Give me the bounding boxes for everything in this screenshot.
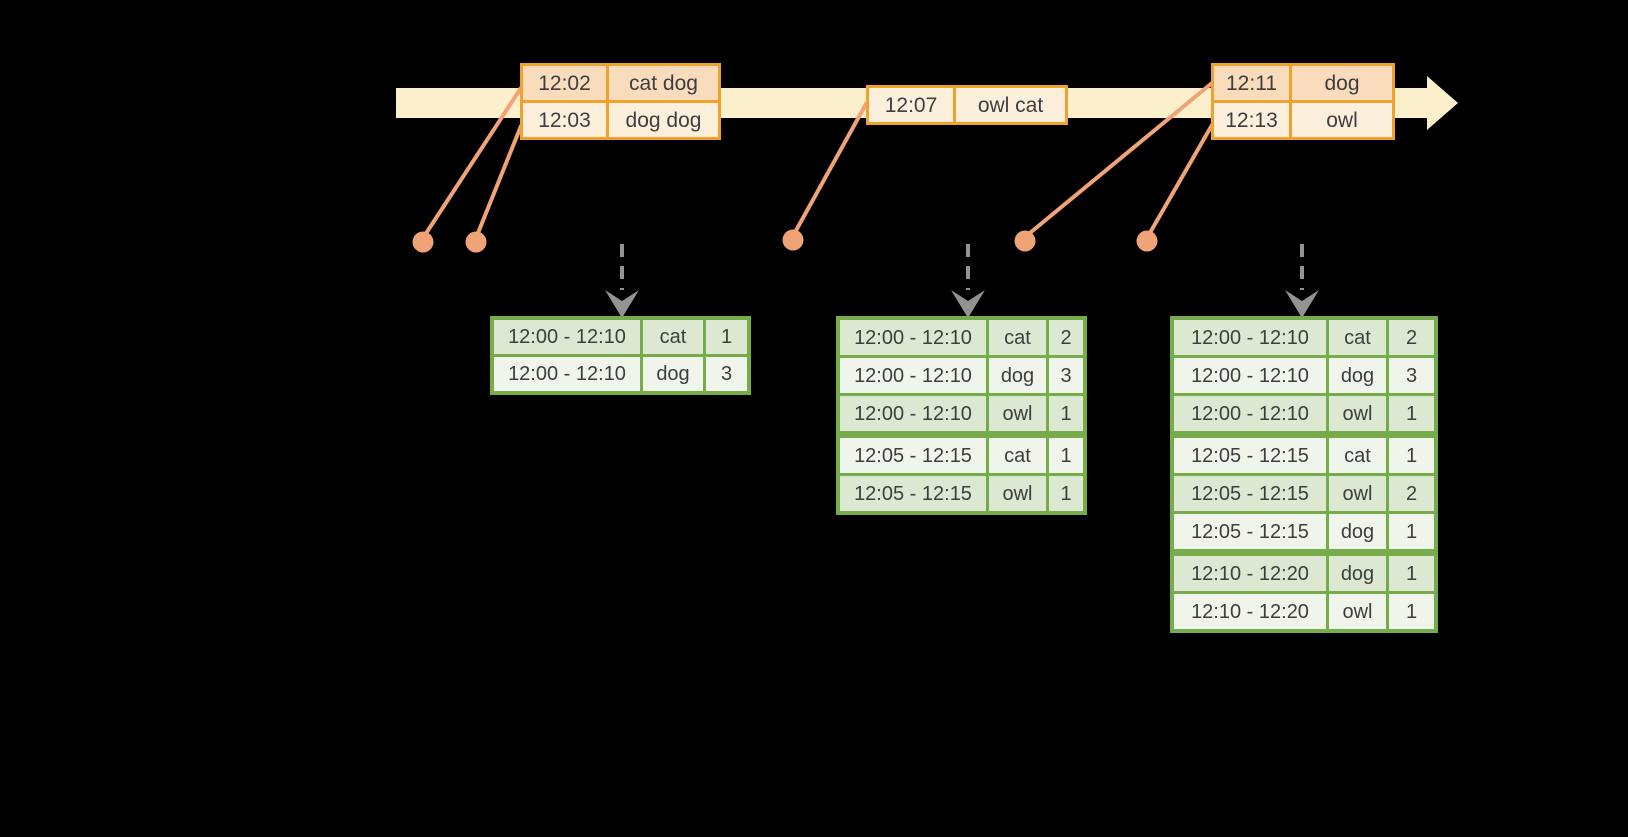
- event-words-cell: cat dog: [609, 66, 718, 100]
- result-word-cell: owl: [1329, 476, 1386, 511]
- result-word-cell: dog: [989, 358, 1046, 393]
- event-dot: [1136, 230, 1158, 252]
- down-arrow-icon: [1285, 290, 1319, 318]
- event-words-cell: owl cat: [956, 88, 1065, 122]
- result-window-cell: 12:00 - 12:10: [840, 396, 986, 431]
- result-count-cell: 1: [1389, 594, 1434, 629]
- result-word-cell: owl: [1329, 594, 1386, 629]
- event-dot: [465, 231, 487, 253]
- connector-line: [1145, 123, 1214, 240]
- connector-line: [474, 124, 523, 240]
- connector-line: [421, 86, 523, 240]
- event-time-cell: 12:07: [869, 88, 953, 122]
- connector-line: [791, 102, 868, 238]
- event-dot: [782, 229, 804, 251]
- event-time-cell: 12:03: [523, 103, 606, 137]
- result-window-cell: 12:05 - 12:15: [1174, 476, 1326, 511]
- result-count-cell: 1: [1389, 396, 1434, 431]
- result-word-cell: cat: [989, 438, 1046, 473]
- result-window-cell: 12:05 - 12:15: [840, 476, 986, 511]
- result-word-cell: owl: [989, 396, 1046, 431]
- result-count-cell: 3: [1049, 358, 1083, 393]
- result-count-cell: 1: [1389, 556, 1434, 591]
- result-word-cell: cat: [989, 320, 1046, 355]
- down-arrow-icon: [605, 290, 639, 318]
- event-time-cell: 12:13: [1214, 103, 1289, 137]
- result-window-cell: 12:00 - 12:10: [840, 320, 986, 355]
- result-window-cell: 12:10 - 12:20: [1174, 594, 1326, 629]
- result-count-cell: 1: [1049, 476, 1083, 511]
- result-word-cell: dog: [1329, 514, 1386, 549]
- event-words-cell: dog: [1292, 66, 1392, 100]
- result-count-cell: 1: [1389, 438, 1434, 473]
- result-word-cell: cat: [1329, 320, 1386, 355]
- result-count-cell: 2: [1389, 320, 1434, 355]
- event-dot: [412, 231, 434, 253]
- result-count-cell: 1: [1049, 396, 1083, 431]
- result-word-cell: dog: [1329, 358, 1386, 393]
- down-arrow-icon: [951, 290, 985, 318]
- result-window-cell: 12:00 - 12:10: [1174, 358, 1326, 393]
- result-count-cell: 3: [706, 357, 747, 391]
- result-word-cell: owl: [989, 476, 1046, 511]
- timeline-arrowhead-icon: [1427, 76, 1458, 130]
- result-count-cell: 3: [1389, 358, 1434, 393]
- result-count-cell: 1: [1049, 438, 1083, 473]
- result-window-cell: 12:00 - 12:10: [494, 320, 640, 354]
- result-word-cell: cat: [1329, 438, 1386, 473]
- result-word-cell: cat: [643, 320, 703, 354]
- result-count-cell: 1: [706, 320, 747, 354]
- result-word-cell: dog: [643, 357, 703, 391]
- result-window-cell: 12:05 - 12:15: [1174, 514, 1326, 549]
- event-words-cell: owl: [1292, 103, 1392, 137]
- result-window-cell: 12:00 - 12:10: [1174, 320, 1326, 355]
- result-word-cell: owl: [1329, 396, 1386, 431]
- result-count-cell: 2: [1049, 320, 1083, 355]
- trigger-arrows: [605, 244, 1319, 318]
- result-count-cell: 1: [1389, 514, 1434, 549]
- event-dot: [1014, 230, 1036, 252]
- event-words-cell: dog dog: [609, 103, 718, 137]
- event-dots: [412, 229, 1158, 253]
- event-time-cell: 12:11: [1214, 66, 1289, 100]
- event-time-cell: 12:02: [523, 66, 606, 100]
- result-window-cell: 12:10 - 12:20: [1174, 556, 1326, 591]
- result-count-cell: 2: [1389, 476, 1434, 511]
- result-window-cell: 12:05 - 12:15: [840, 438, 986, 473]
- result-word-cell: dog: [1329, 556, 1386, 591]
- result-window-cell: 12:00 - 12:10: [494, 357, 640, 391]
- result-window-cell: 12:00 - 12:10: [1174, 396, 1326, 431]
- result-window-cell: 12:00 - 12:10: [840, 358, 986, 393]
- result-window-cell: 12:05 - 12:15: [1174, 438, 1326, 473]
